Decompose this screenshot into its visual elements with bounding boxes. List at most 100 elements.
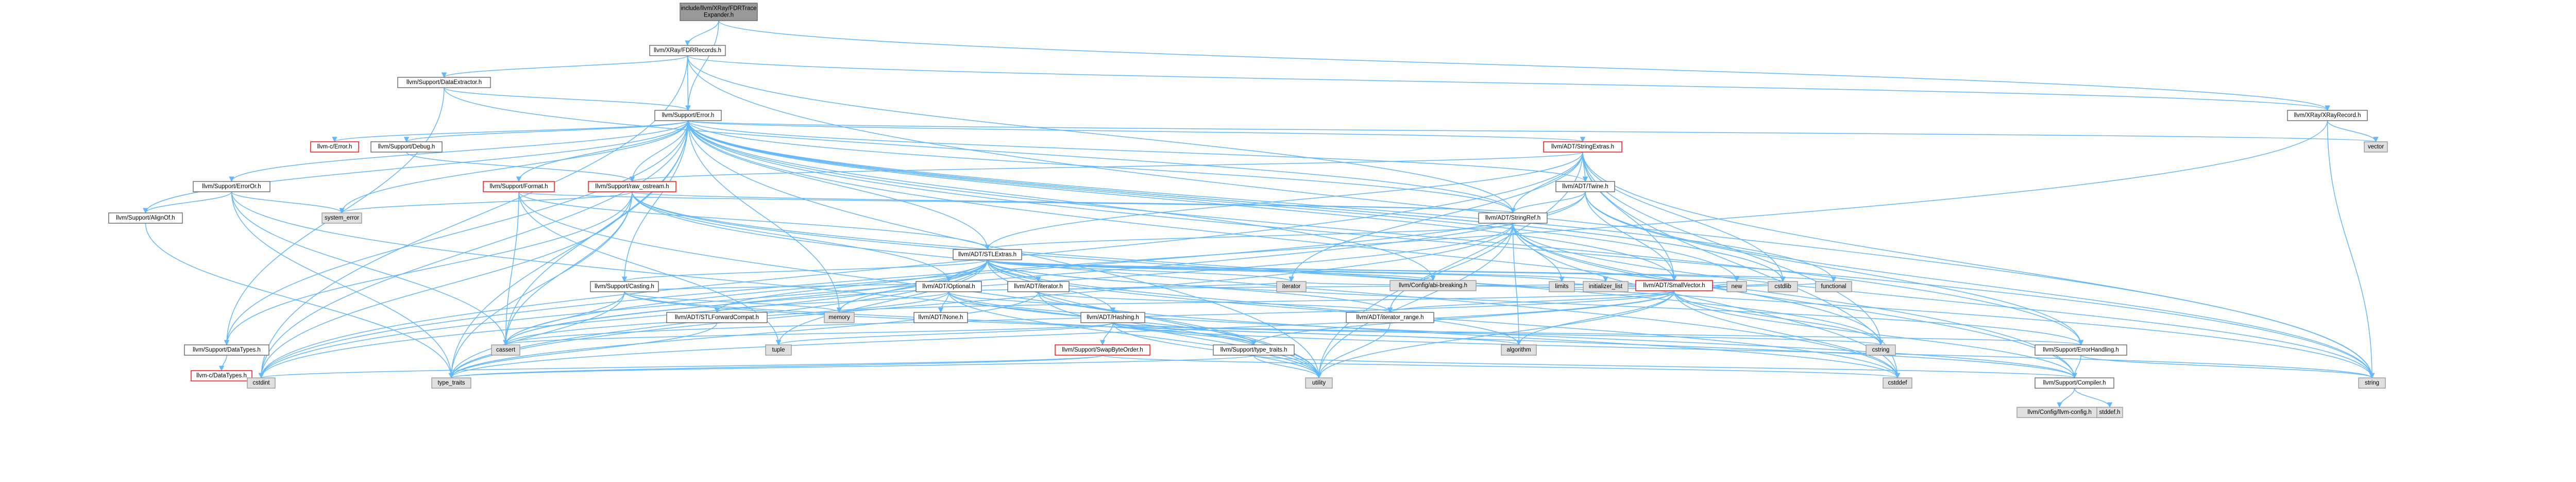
node-box-swapbyteorder (1055, 344, 1150, 356)
edge-errorort-to-systemerror (231, 191, 345, 214)
edge-stlextras-to-functional (987, 259, 1836, 282)
node-algorithm: algorithm (1501, 344, 1537, 356)
edge-twine-to-string (1585, 191, 2375, 379)
node-box-errorhandling (2035, 344, 2127, 356)
node-label-stddef-0: stddef.h (2099, 409, 2121, 415)
node-box-stlextras (953, 249, 1022, 260)
node-iteratorrange[interactable]: llvm/ADT/iterator_range.h (1346, 312, 1434, 323)
node-twine[interactable]: llvm/ADT/Twine.h (1555, 181, 1615, 192)
node-label-supporttypetraits-0: llvm/Support/type_traits.h (1221, 347, 1287, 353)
node-optional[interactable]: llvm/ADT/Optional.h (916, 281, 982, 292)
node-casting[interactable]: llvm/Support/Casting.h (590, 281, 659, 292)
node-label-optional-0: llvm/ADT/Optional.h (922, 284, 975, 290)
edge-stlextras-to-utility (987, 259, 1322, 379)
node-cdatatypes[interactable]: llvm-c/DataTypes.h (191, 370, 252, 381)
node-box-vector (2364, 141, 2388, 153)
edge-error-to-format (516, 120, 689, 182)
edge-optional-to-compiler (948, 291, 2077, 379)
node-box-systemerror (321, 212, 362, 224)
edge-iteratorrange-to-utility (1316, 322, 1391, 379)
node-debug[interactable]: llvm/Support/Debug.h (370, 141, 443, 153)
node-label-cstdlib-0: cstdlib (1774, 284, 1791, 290)
edge-error-to-memory (687, 120, 842, 313)
edge-stringextras-to-cstdint (258, 152, 1583, 379)
node-errorort[interactable]: llvm/Support/ErrorOr.h (193, 181, 270, 192)
node-smallvector[interactable]: llvm/ADT/SmallVector.h (1635, 280, 1713, 291)
node-rawostream[interactable]: llvm/Support/raw_ostream.h (588, 181, 676, 192)
node-cstddef: cstddef (1883, 377, 1912, 389)
edge-smallvector-to-iteratorrange (1387, 290, 1675, 313)
edge-casting-to-typetraits (448, 291, 625, 379)
node-swapbyteorder[interactable]: llvm/Support/SwapByteOrder.h (1055, 344, 1150, 356)
node-compiler[interactable]: llvm/Support/Compiler.h (2035, 377, 2114, 389)
node-string: string (2358, 377, 2386, 389)
node-stringextras[interactable]: llvm/ADT/StringExtras.h (1543, 141, 1622, 153)
node-vector: vector (2364, 141, 2388, 153)
edge-hashing-to-errorhandling (1112, 322, 2083, 346)
node-label-debug-0: llvm/Support/Debug.h (378, 144, 435, 150)
node-box-configab (1389, 280, 1477, 291)
node-box-compiler (2035, 377, 2114, 389)
node-box-cdatatypes (191, 370, 252, 381)
node-box-debug (370, 141, 443, 153)
node-box-smallvector (1635, 280, 1713, 291)
edge-adtiterator-to-cstddef (1038, 291, 1901, 379)
edge-stlextras-to-errorhandling (987, 259, 2083, 346)
node-adtiterator[interactable]: llvm/ADT/iterator.h (1007, 281, 1070, 292)
node-initlist: initializer_list (1583, 281, 1629, 292)
node-box-datatypes (184, 344, 269, 356)
node-label-vector-0: vector (2368, 144, 2384, 150)
edge-error-to-alignof (143, 120, 689, 214)
node-label-algorithm-0: algorithm (1506, 347, 1531, 353)
node-alignof[interactable]: llvm/Support/AlignOf.h (108, 212, 183, 224)
edge-optional-to-stlforward (714, 291, 950, 313)
node-label-initlist-0: initializer_list (1589, 284, 1623, 290)
node-new: new (1726, 281, 1747, 292)
node-label-alignof-0: llvm/Support/AlignOf.h (116, 215, 175, 221)
edge-error-to-new (687, 120, 1740, 282)
edge-adtiterator-to-iteratorrange (1038, 291, 1393, 313)
node-hashing[interactable]: llvm/ADT/Hashing.h (1080, 312, 1145, 323)
node-systemerror: system_error (321, 212, 362, 224)
edge-twine-to-stringref (1510, 191, 1586, 214)
node-label-new-0: new (1731, 284, 1742, 290)
node-box-stringextras (1543, 141, 1622, 153)
edge-error-to-errorort (229, 120, 689, 182)
edge-fdrrecords-to-stringref (687, 55, 1516, 214)
edge-stringref-to-stlextras (985, 223, 1514, 251)
node-label-typetraits-0: type_traits (437, 380, 465, 386)
node-label-swapbyteorder-0: llvm/Support/SwapByteOrder.h (1062, 347, 1143, 353)
node-label-casting-0: llvm/Support/Casting.h (595, 284, 654, 290)
node-box-iteratorrange (1346, 312, 1434, 323)
node-none[interactable]: llvm/ADT/None.h (913, 312, 968, 323)
node-fdrrecords[interactable]: llvm/XRay/FDRRecords.h (649, 45, 726, 56)
node-datatypes[interactable]: llvm/Support/DataTypes.h (184, 344, 269, 356)
edge-errorort-to-utility (231, 191, 1322, 379)
node-format[interactable]: llvm/Support/Format.h (483, 181, 555, 192)
edge-smallvector-to-typetraits (449, 290, 1675, 379)
edge-alignof-to-typetraits (145, 223, 454, 379)
node-errorhandling[interactable]: llvm/Support/ErrorHandling.h (2035, 344, 2127, 356)
node-label-format-0: llvm/Support/Format.h (489, 184, 548, 190)
node-label-llvmconfig-0: llvm/Config/llvm-config.h (2027, 409, 2092, 415)
node-label-tuple-0: tuple (772, 347, 785, 353)
node-box-casting (590, 281, 659, 292)
edge-datatypes-to-cdatatypes (218, 355, 227, 372)
node-xrayrecord[interactable]: llvm/XRay/XRayRecord.h (2287, 110, 2368, 121)
node-error[interactable]: llvm/Support/Error.h (654, 110, 722, 121)
edge-error-to-typetraits (448, 120, 689, 379)
node-tuple: tuple (765, 344, 792, 356)
node-cerror[interactable]: llvm-c/Error.h (310, 141, 359, 153)
node-box-stringref (1478, 212, 1548, 224)
node-dataextractor[interactable]: llvm/Support/DataExtractor.h (397, 77, 491, 88)
node-stringref[interactable]: llvm/ADT/StringRef.h (1478, 212, 1548, 224)
node-typetraits: type_traits (431, 377, 471, 389)
edge-optional-to-utility (948, 291, 1322, 379)
node-label-stringextras-0: llvm/ADT/StringExtras.h (1551, 144, 1614, 150)
node-supporttypetraits[interactable]: llvm/Support/type_traits.h (1213, 344, 1295, 356)
node-stlforward[interactable]: llvm/ADT/STLForwardCompat.h (666, 312, 768, 323)
node-stlextras[interactable]: llvm/ADT/STLExtras.h (953, 249, 1022, 260)
edge-xrayrecord-to-vector (2327, 120, 2379, 143)
